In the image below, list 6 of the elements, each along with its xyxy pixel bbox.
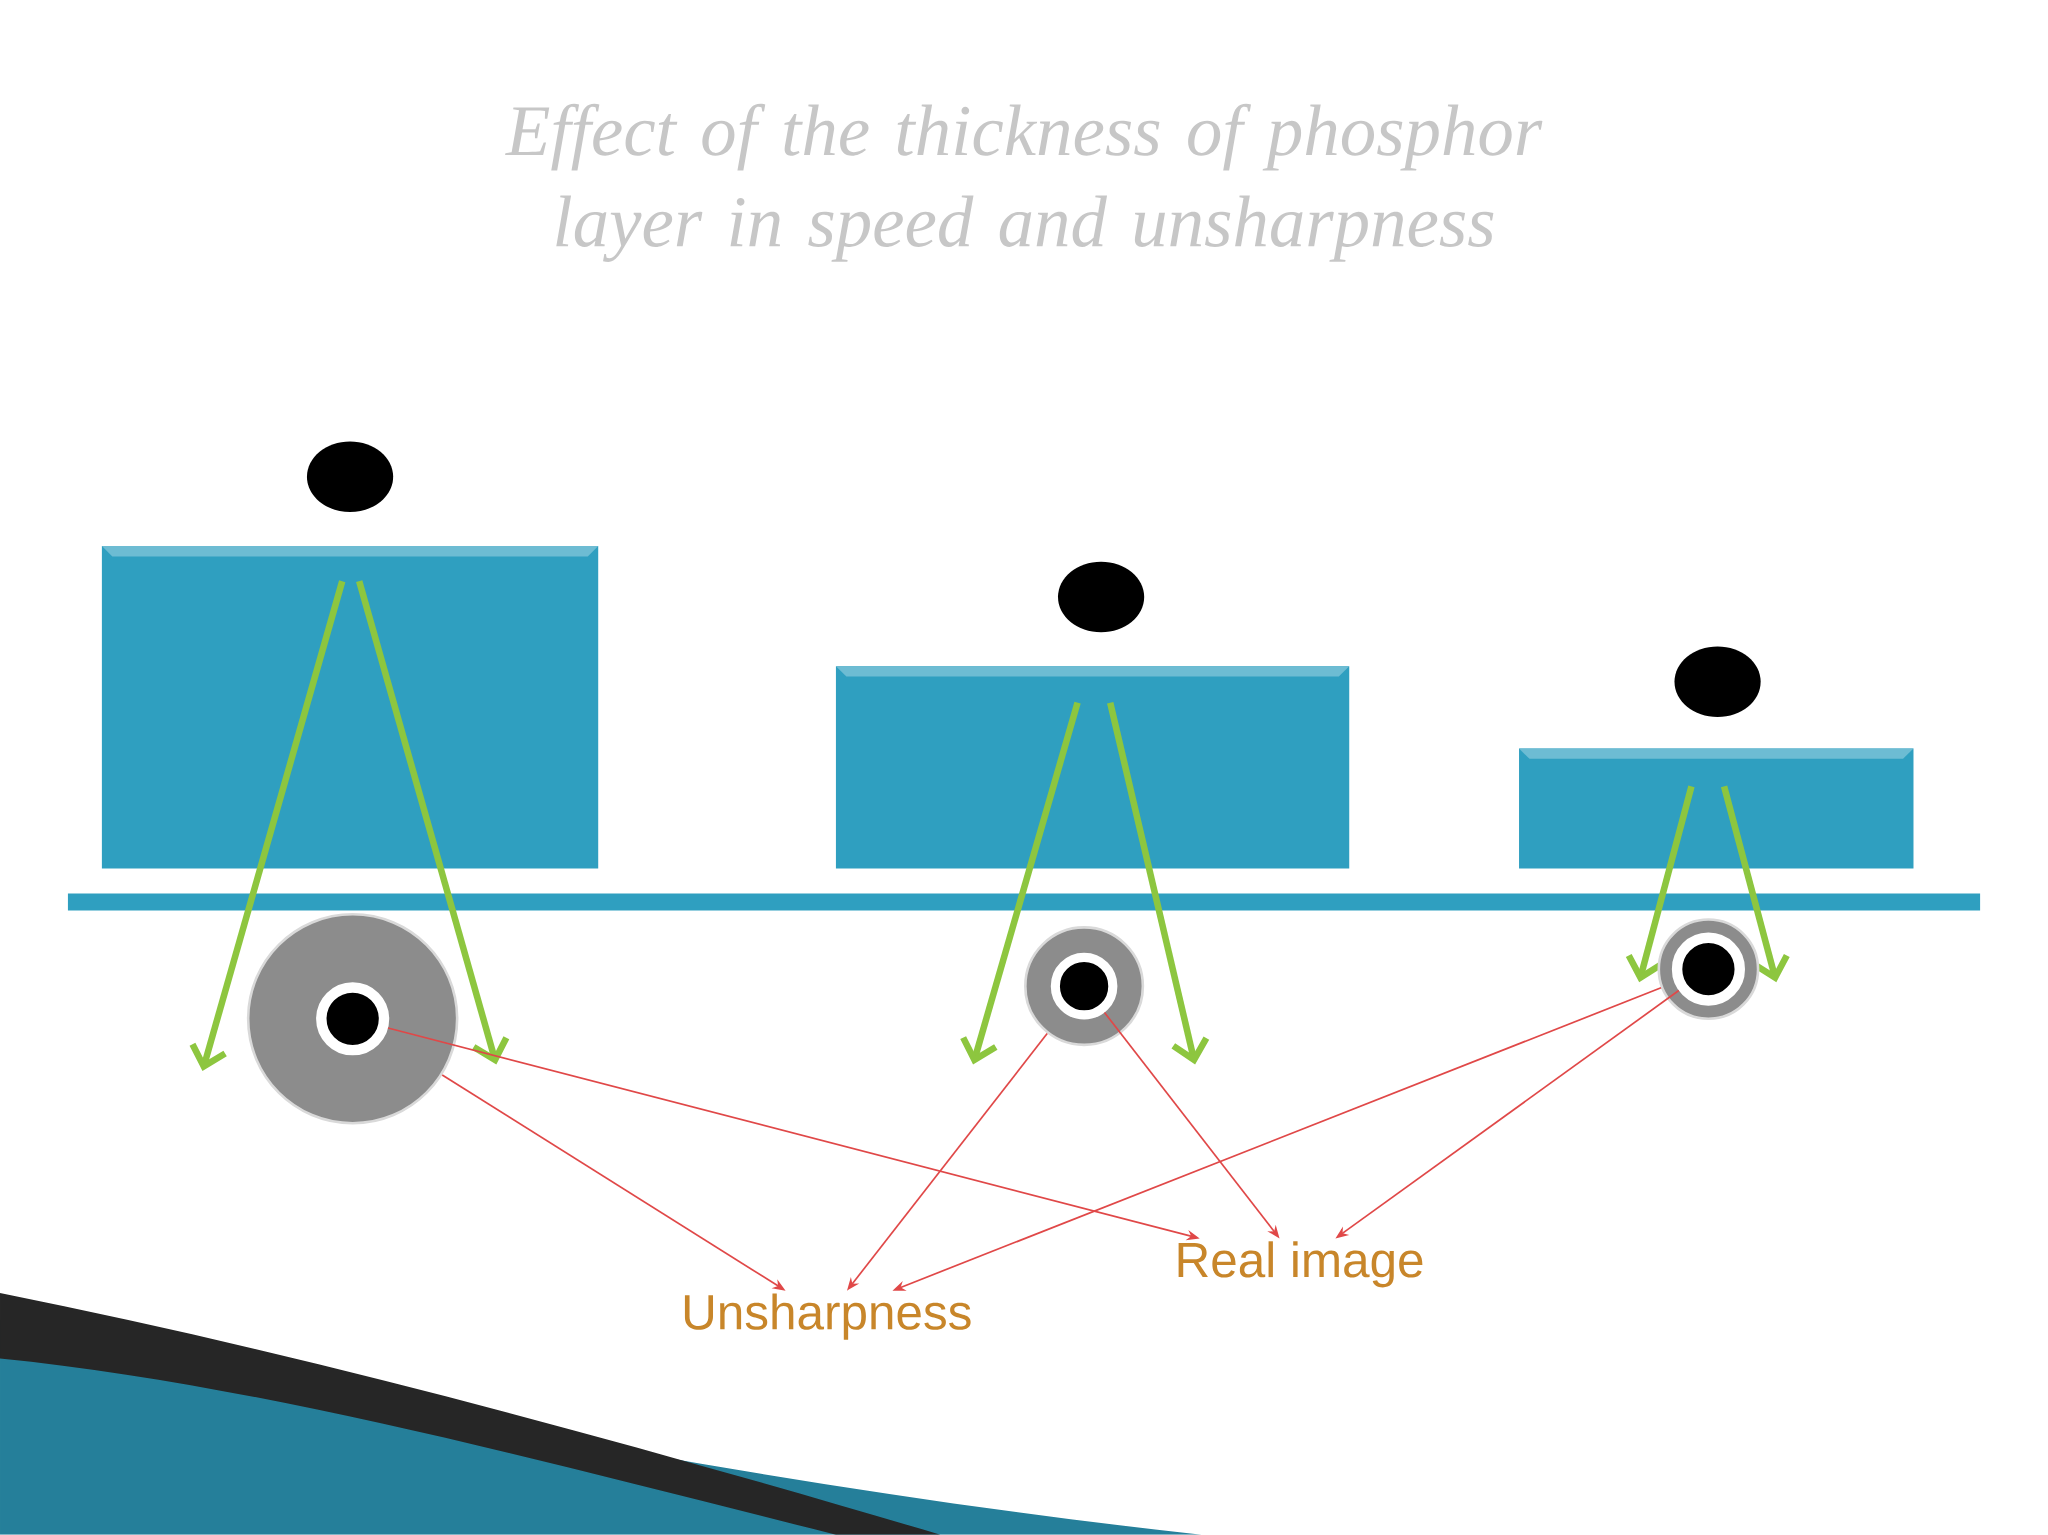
image-label: Unsharpness [684, 1293, 971, 1340]
title: Effect of the thickness of phosphor layer in speed and unsharpness [505, 103, 1543, 263]
image-spot [1671, 932, 1745, 1006]
image-label: Real image [1178, 1241, 1423, 1288]
image-spot [1050, 952, 1118, 1020]
image-spot [316, 982, 390, 1056]
